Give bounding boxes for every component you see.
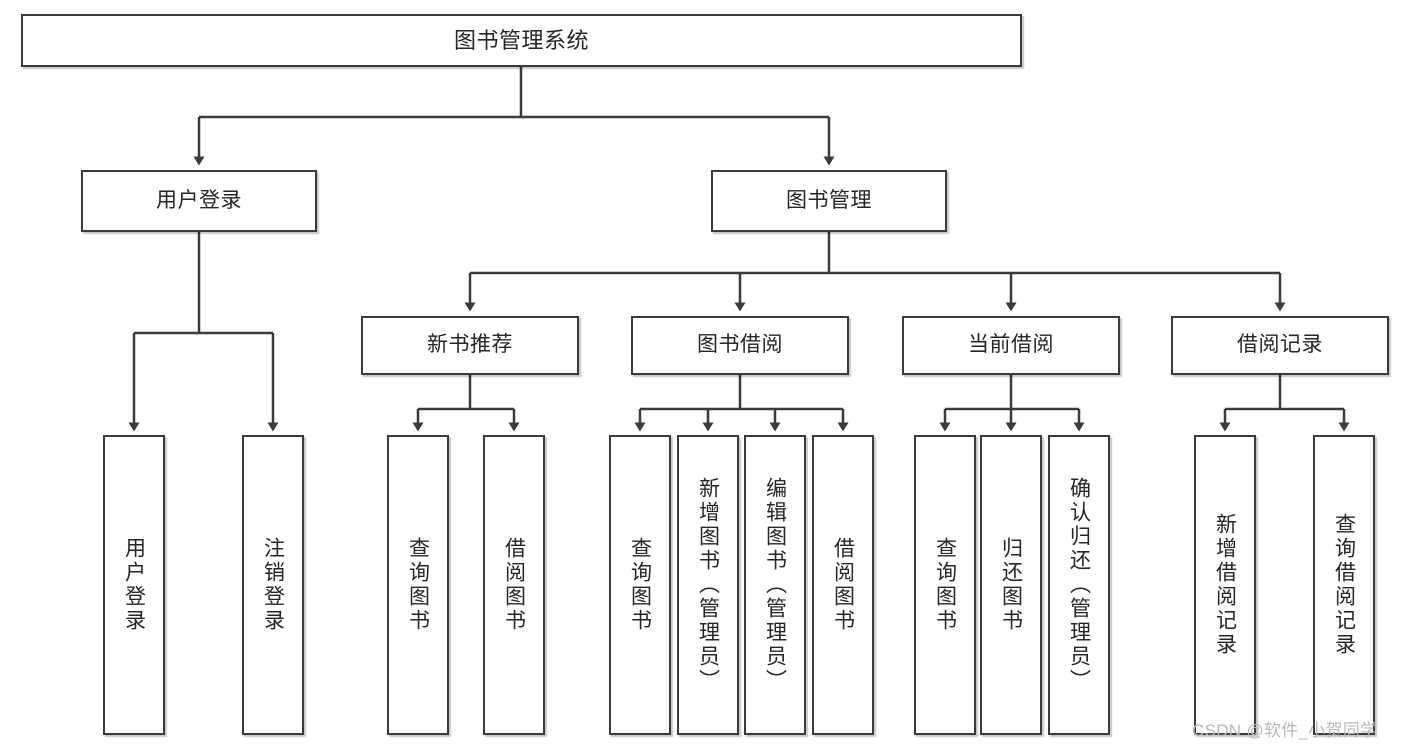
node-leaf-query-record[interactable]: 查询借阅记录	[1313, 435, 1375, 735]
node-book-borrow-label: 图书借阅	[697, 333, 783, 357]
node-leaf-add-record-label: 新增借阅记录	[1213, 513, 1237, 657]
node-leaf-logout-login[interactable]: 注销登录	[242, 435, 304, 735]
node-leaf-add-record[interactable]: 新增借阅记录	[1194, 435, 1256, 735]
node-root-label: 图书管理系统	[453, 27, 589, 53]
node-leaf-borrow-book-1-label: 借阅图书	[502, 537, 526, 633]
node-leaf-borrow-book-1[interactable]: 借阅图书	[483, 435, 545, 735]
node-leaf-edit-book[interactable]: 编辑图书（管理员）	[744, 435, 806, 735]
node-leaf-query-record-label: 查询借阅记录	[1332, 513, 1356, 657]
node-borrow-record[interactable]: 借阅记录	[1171, 316, 1389, 375]
node-leaf-confirm-return-label: 确认归还（管理员）	[1067, 477, 1091, 693]
node-leaf-borrow-book-2-label: 借阅图书	[831, 537, 855, 633]
csdn-watermark: CSDN @软件_小贺同学	[1192, 721, 1378, 740]
node-book-borrow[interactable]: 图书借阅	[631, 316, 849, 375]
node-current-borrow[interactable]: 当前借阅	[902, 316, 1120, 375]
node-leaf-query-book-3[interactable]: 查询图书	[914, 435, 976, 735]
node-user-login[interactable]: 用户登录	[81, 170, 317, 232]
node-new-book-recommend-label: 新书推荐	[427, 333, 513, 357]
node-root[interactable]: 图书管理系统	[21, 14, 1022, 67]
node-leaf-query-book-2-label: 查询图书	[628, 537, 652, 633]
node-borrow-record-label: 借阅记录	[1237, 333, 1323, 357]
node-book-manage-label: 图书管理	[786, 188, 872, 212]
node-leaf-user-login[interactable]: 用户登录	[103, 435, 165, 735]
node-leaf-query-book-1-label: 查询图书	[406, 537, 430, 633]
node-leaf-edit-book-label: 编辑图书（管理员）	[763, 477, 787, 693]
node-leaf-add-book-label: 新增图书（管理员）	[696, 477, 720, 693]
node-leaf-query-book-2[interactable]: 查询图书	[609, 435, 671, 735]
node-leaf-query-book-1[interactable]: 查询图书	[387, 435, 449, 735]
node-leaf-return-book[interactable]: 归还图书	[980, 435, 1042, 735]
node-leaf-add-book[interactable]: 新增图书（管理员）	[677, 435, 739, 735]
node-new-book-recommend[interactable]: 新书推荐	[361, 316, 579, 375]
node-leaf-logout-login-label: 注销登录	[261, 537, 285, 633]
node-book-manage[interactable]: 图书管理	[711, 170, 947, 232]
node-user-login-label: 用户登录	[156, 188, 242, 212]
node-current-borrow-label: 当前借阅	[968, 333, 1054, 357]
node-leaf-borrow-book-2[interactable]: 借阅图书	[812, 435, 874, 735]
node-leaf-user-login-label: 用户登录	[122, 537, 146, 633]
node-leaf-query-book-3-label: 查询图书	[933, 537, 957, 633]
node-leaf-confirm-return[interactable]: 确认归还（管理员）	[1048, 435, 1110, 735]
node-leaf-return-book-label: 归还图书	[999, 537, 1023, 633]
